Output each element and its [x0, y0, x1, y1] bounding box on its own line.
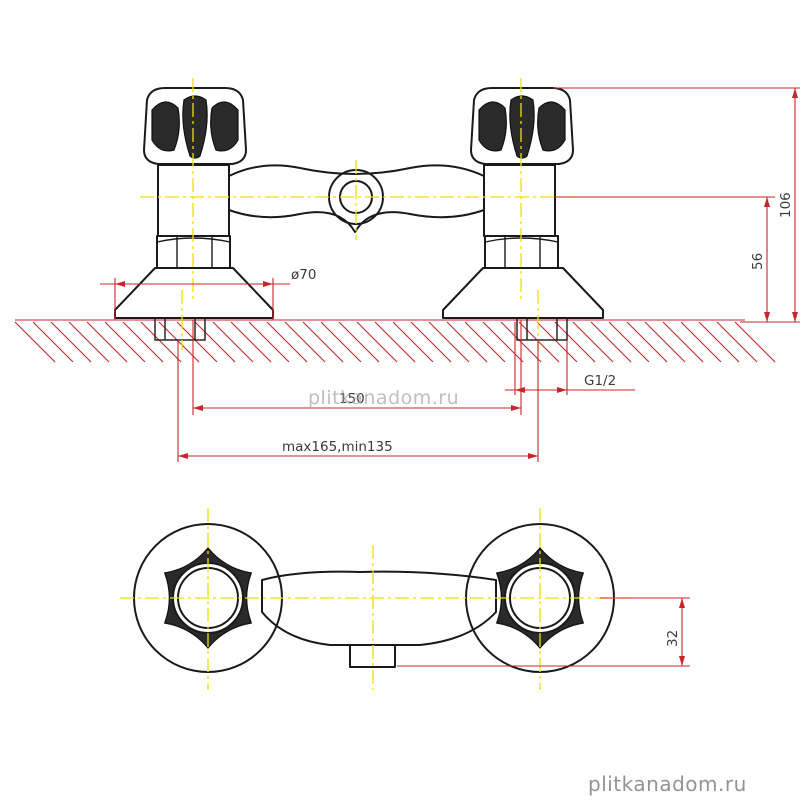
hatch-line	[680, 321, 722, 363]
top-view: 32	[120, 508, 690, 690]
left-eccentric-connector	[154, 317, 206, 341]
hatch-line	[482, 321, 524, 363]
hatch-line	[464, 321, 506, 363]
watermark-center: plitkanadom.ru	[308, 387, 460, 409]
hatch-line	[122, 321, 164, 363]
thread-label: G1/2	[584, 373, 616, 389]
hatch-line	[212, 321, 254, 363]
height-56-label: 56	[750, 253, 766, 270]
hatch-line	[374, 321, 416, 363]
hatch-line	[284, 321, 326, 363]
hatch-lines	[14, 321, 776, 363]
left-handle-front	[143, 87, 247, 165]
hatch-line	[410, 321, 452, 363]
hatch-line	[662, 321, 704, 363]
right-handle-front	[470, 87, 574, 165]
hatch-line	[554, 321, 596, 363]
hatch-line	[626, 321, 668, 363]
right-eccentric-connector	[516, 317, 568, 341]
hatch-line	[68, 321, 110, 363]
hatch-line	[608, 321, 650, 363]
hatch-line	[32, 321, 74, 363]
hatch-line	[104, 321, 146, 363]
watermark-footer: plitkanadom.ru	[588, 772, 747, 796]
centre-distance-label: 150	[339, 391, 365, 407]
hatch-line	[320, 321, 362, 363]
hatch-line	[194, 321, 236, 363]
hatch-line	[536, 321, 578, 363]
hatch-line	[392, 321, 434, 363]
hatch-line	[446, 321, 488, 363]
hatch-line	[302, 321, 344, 363]
mixer-body	[228, 164, 485, 233]
hatch-line	[230, 321, 272, 363]
depth-label: 32	[665, 630, 681, 647]
hatch-line	[716, 321, 758, 363]
hatch-line	[176, 321, 218, 363]
hatch-line	[140, 321, 182, 363]
hatch-line	[266, 321, 308, 363]
hatch-line	[356, 321, 398, 363]
front-view	[114, 78, 604, 350]
right-valve-housing	[483, 164, 556, 237]
hatch-line	[428, 321, 470, 363]
left-valve-housing	[157, 164, 230, 237]
hatch-line	[518, 321, 560, 363]
mixer-body-top	[261, 570, 497, 646]
hatch-line	[86, 321, 128, 363]
hatch-line	[734, 321, 776, 363]
hatch-line	[644, 321, 686, 363]
left-flange	[114, 267, 274, 319]
height-106-label: 106	[778, 192, 794, 218]
hatch-line	[14, 321, 56, 363]
dimension-annotations: ø70 106 56 G1/2 150 max165,min	[100, 87, 800, 462]
diameter-label: ø70	[291, 267, 316, 283]
hatch-line	[248, 321, 290, 363]
hatch-line	[698, 321, 740, 363]
hatch-line	[338, 321, 380, 363]
range-label: max165,min135	[282, 439, 393, 455]
hatch-line	[50, 321, 92, 363]
wall-section-hatching	[14, 319, 776, 363]
hatch-line	[590, 321, 632, 363]
hatch-line	[572, 321, 614, 363]
right-flange	[442, 267, 604, 319]
